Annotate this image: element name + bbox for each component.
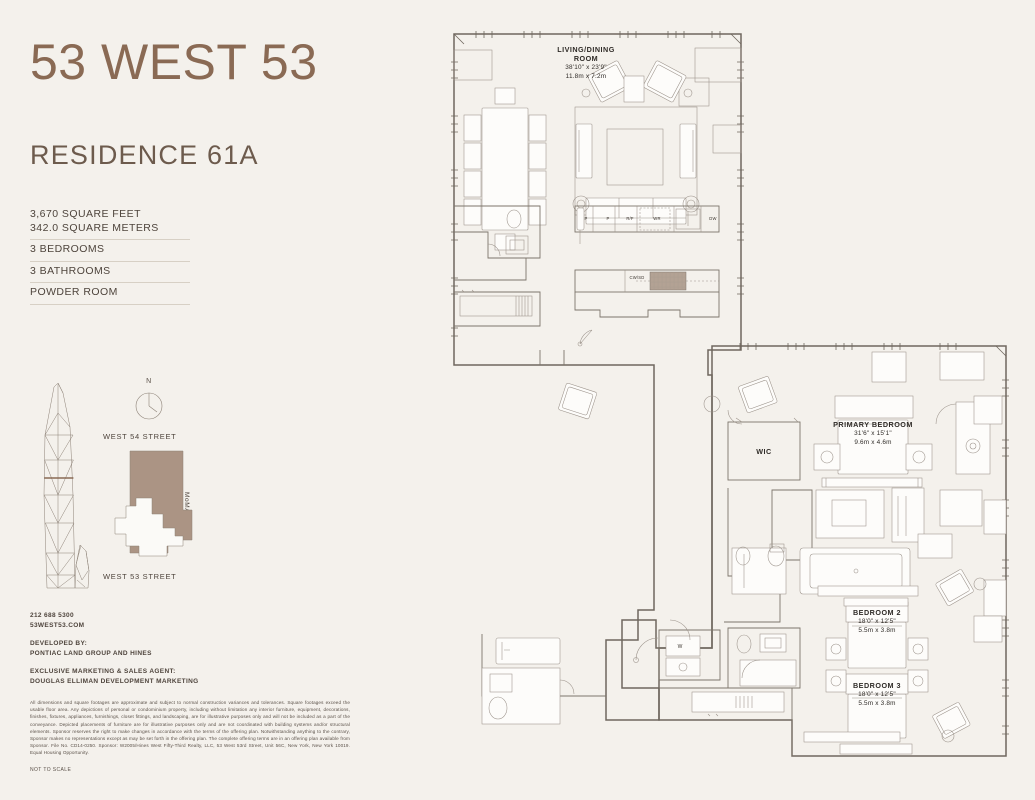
room-name-bedroom-3: BEDROOM 3	[852, 681, 902, 690]
gallery-hall	[539, 350, 565, 365]
primary-bedroom-zone	[558, 351, 1007, 617]
website-url[interactable]: 53WEST53.COM	[30, 621, 85, 629]
building-elevation-illustration	[30, 375, 120, 590]
room-dim-primary-metric: 9.6m x 4.6m	[854, 439, 892, 446]
room-name-wic: WIC	[756, 447, 772, 456]
svg-text:W: W	[678, 644, 683, 650]
appliance-label-pantry-2: P	[606, 216, 610, 221]
primary-bathroom	[724, 487, 925, 623]
spec-bedrooms: 3 BEDROOMS	[30, 243, 105, 255]
not-to-scale-note: NOT TO SCALE	[30, 767, 72, 773]
contact-group-developer: DEVELOPED BY: PONTIAC LAND GROUP AND HIN…	[30, 639, 199, 658]
legal-disclaimer: All dimensions and square footages are a…	[30, 700, 350, 756]
room-dim-bedroom-2-imperial: 18'0" x 12'5"	[858, 618, 896, 625]
floor-plan-svg: .w { fill:none; stroke:#6f675e; stroke-w…	[451, 31, 1009, 757]
room-dim-bedroom-3-metric: 5.5m x 3.8m	[858, 700, 896, 707]
contact-group-agent: EXCLUSIVE MARKETING & SALES AGENT: DOUGL…	[30, 667, 199, 686]
powder-room-entry	[454, 205, 593, 347]
bedroom-3-furniture	[791, 669, 971, 756]
room-label-primary-bedroom: PRIMARY BEDROOM 31'6" x 15'1" 9.6m x 4.6…	[783, 420, 963, 447]
room-name-bedroom-2: BEDROOM 2	[852, 608, 902, 617]
info-panel: 53 WEST 53 RESIDENCE 61A 3,670 SQUARE FE…	[0, 0, 430, 800]
residence-title: RESIDENCE 61A	[30, 140, 259, 170]
compass-rose: N	[128, 378, 170, 426]
spec-powder-room: POWDER ROOM	[30, 286, 118, 298]
room-dim-bedroom-3-imperial: 18'0" x 12'5"	[858, 691, 896, 698]
developer-name: PONTIAC LAND GROUP AND HINES	[30, 649, 152, 657]
room-label-wic: WIC	[724, 447, 804, 456]
site-map: WEST 54 STREET WEST 53 STREET MoMA	[95, 430, 220, 585]
street-label-north: WEST 54 STREET	[103, 432, 177, 441]
appliance-label-washer-dryer: CW/SD	[629, 275, 645, 280]
developed-by-label: DEVELOPED BY:	[30, 640, 88, 647]
floor-plan-drawing: .w { fill:none; stroke:#6f675e; stroke-w…	[440, 20, 1020, 790]
room-name-living-dining-l2: ROOM	[573, 54, 599, 63]
specifications-list: 3,670 SQUARE FEET 342.0 SQUARE METERS 3 …	[30, 208, 190, 305]
spec-square-feet: 3,670 SQUARE FEET	[30, 208, 141, 220]
street-label-south: WEST 53 STREET	[103, 572, 177, 581]
room-dim-living-dining-imperial: 38'10" x 23'9"	[565, 64, 607, 71]
spec-square-meters: 342.0 SQUARE METERS	[30, 221, 159, 234]
laundry-and-bath-cluster: W	[481, 627, 801, 725]
room-label-bedroom-3: BEDROOM 3 18'0" x 12'5" 5.5m x 3.8m	[787, 681, 967, 708]
spec-bathrooms: 3 BATHROOMS	[30, 264, 111, 277]
bedroom-2-furniture	[817, 533, 987, 669]
page-title: 53 WEST 53	[30, 34, 318, 90]
sales-agent-label: EXCLUSIVE MARKETING & SALES AGENT:	[30, 668, 176, 675]
room-name-primary-bedroom: PRIMARY BEDROOM	[833, 420, 913, 429]
room-label-living-dining: LIVING/DINING ROOM 38'10" x 23'9" 11.8m …	[496, 45, 676, 81]
spec-row: 3 BATHROOMS	[30, 262, 190, 283]
residence-footprint-shape	[114, 497, 184, 557]
spec-row: 3,670 SQUARE FEET 342.0 SQUARE METERS	[30, 208, 190, 240]
window-wall-right-upper	[737, 61, 744, 295]
compass-north-label: N	[146, 378, 152, 385]
contact-block: 212 688 5300 53WEST53.COM DEVELOPED BY: …	[30, 611, 199, 686]
spec-row: POWDER ROOM	[30, 283, 190, 305]
room-dim-primary-imperial: 31'6" x 15'1"	[854, 430, 892, 437]
room-dim-living-dining-metric: 11.8m x 7.2m	[565, 73, 607, 80]
right-wall-closets	[973, 395, 1003, 643]
sales-agent-name: DOUGLAS ELLIMAN DEVELOPMENT MARKETING	[30, 677, 199, 685]
kitchen	[574, 205, 720, 318]
room-dim-bedroom-2-metric: 5.5m x 3.8m	[858, 627, 896, 634]
appliance-label-wine-refrigerator: WR	[653, 216, 661, 221]
window-wall-lower-top	[739, 343, 1007, 357]
room-label-bedroom-2: BEDROOM 2 18'0" x 12'5" 5.5m x 3.8m	[787, 608, 967, 635]
phone-number[interactable]: 212 688 5300	[30, 612, 74, 619]
contact-group-phone: 212 688 5300 53WEST53.COM	[30, 611, 199, 630]
room-name-living-dining-l1: LIVING/DINING	[557, 45, 615, 54]
appliance-label-dishwasher: DW	[709, 216, 717, 221]
living-dining-furniture	[453, 47, 742, 251]
window-wall-left	[451, 61, 458, 337]
spec-row: 3 BEDROOMS	[30, 240, 190, 262]
appliance-label-refrigerator: R/F	[626, 216, 634, 221]
hall-connector	[633, 619, 793, 720]
appliance-label-pantry-1: P	[584, 216, 588, 221]
window-wall-top	[453, 31, 742, 45]
